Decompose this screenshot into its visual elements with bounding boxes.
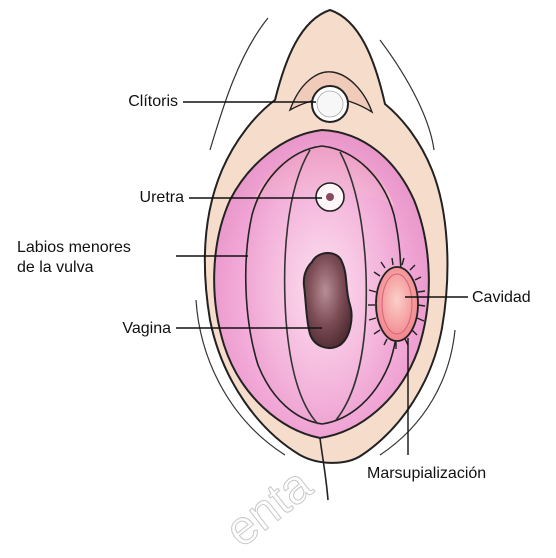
- cavidad-label: Cavidad: [472, 288, 531, 307]
- labios-label-line1: Labios menores: [17, 238, 131, 257]
- uretra-label: Uretra: [100, 188, 184, 207]
- clitoris-label: Clítoris: [90, 92, 178, 111]
- diagram: Clítoris Uretra Labios menores de la vul…: [0, 0, 556, 520]
- vaginal-opening: [304, 253, 352, 348]
- vagina-label: Vagina: [80, 319, 171, 338]
- marsupializacion-label: Marsupialización: [367, 464, 486, 483]
- labios-label-line2: de la vulva: [17, 258, 94, 277]
